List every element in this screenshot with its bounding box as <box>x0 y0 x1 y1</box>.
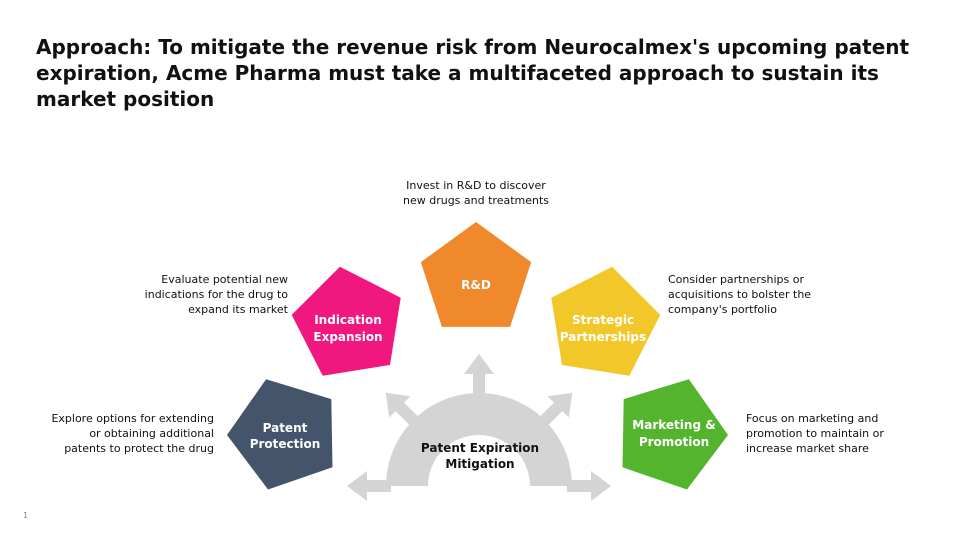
page-title: Approach: To mitigate the revenue risk f… <box>36 35 910 111</box>
pillar-strategic-partnerships: Strategic Partnerships <box>551 266 661 376</box>
pentagon-shape <box>291 266 401 376</box>
desc-line: or obtaining additional <box>89 427 214 440</box>
gear-arrow-icon <box>537 392 573 428</box>
pillar-description-marketing-promotion: Focus on marketing and promotion to main… <box>746 411 946 456</box>
desc-line: new drugs and treatments <box>402 194 550 207</box>
desc-line: Explore options for extending <box>51 412 214 425</box>
pentagon-shape <box>551 266 661 376</box>
gear-arrow-icon <box>567 471 611 501</box>
desc-line: expand its market <box>188 303 288 316</box>
desc-line: Consider partnerships or <box>668 273 804 286</box>
pentagon-shape <box>420 222 532 327</box>
pillar-description-indication-expansion: Evaluate potential new indications for t… <box>100 272 288 317</box>
desc-line: patents to protect the drug <box>64 442 214 455</box>
gear-arrow-icon <box>464 354 494 398</box>
desc-line: Focus on marketing and <box>746 412 879 425</box>
pillar-label-line2: Promotion <box>639 435 709 449</box>
pillar-label-line1: Patent <box>263 421 308 435</box>
gear-arrow-icon <box>347 471 391 501</box>
pillar-description-patent-protection: Explore options for extending or obtaini… <box>20 411 214 456</box>
pillar-label-line1: Marketing & <box>632 418 715 432</box>
center-label-line1: Patent Expiration <box>421 441 539 455</box>
desc-line: acquisitions to bolster the <box>668 288 812 301</box>
desc-line: indications for the drug to <box>144 288 288 301</box>
pentagon-shape <box>227 379 333 490</box>
pillar-description-rd: Invest in R&D to discover new drugs and … <box>366 178 586 208</box>
pillar-label-line2: Expansion <box>313 330 382 344</box>
desc-line: promotion to maintain or <box>746 427 884 440</box>
desc-line: company's portfolio <box>668 303 777 316</box>
center-gear: Patent Expiration Mitigation <box>347 354 611 501</box>
gear-arrow-icon <box>385 392 421 428</box>
pillar-description-strategic-partnerships: Consider partnerships or acquisitions to… <box>668 272 868 317</box>
pillar-marketing-promotion: Marketing & Promotion <box>622 379 728 490</box>
pillar-rd: R&D <box>420 222 532 327</box>
pillar-patent-protection: Patent Protection <box>227 379 333 490</box>
pillar-label-line1: R&D <box>461 278 491 292</box>
desc-line: increase market share <box>746 442 869 455</box>
pillar-indication-expansion: Indication Expansion <box>291 266 401 376</box>
pillar-label-line2: Partnerships <box>560 330 646 344</box>
pillar-label-line2: Protection <box>250 437 321 451</box>
pillar-label-line1: Indication <box>314 313 382 327</box>
center-gear-arc <box>386 393 572 486</box>
pentagon-shape <box>622 379 728 490</box>
center-label-line2: Mitigation <box>445 457 514 471</box>
pillar-label-line1: Strategic <box>572 313 634 327</box>
desc-line: Evaluate potential new <box>161 273 288 286</box>
desc-line: Invest in R&D to discover <box>406 179 546 192</box>
slide-number: 1 <box>23 511 29 520</box>
center-gear-arrows <box>347 354 611 501</box>
